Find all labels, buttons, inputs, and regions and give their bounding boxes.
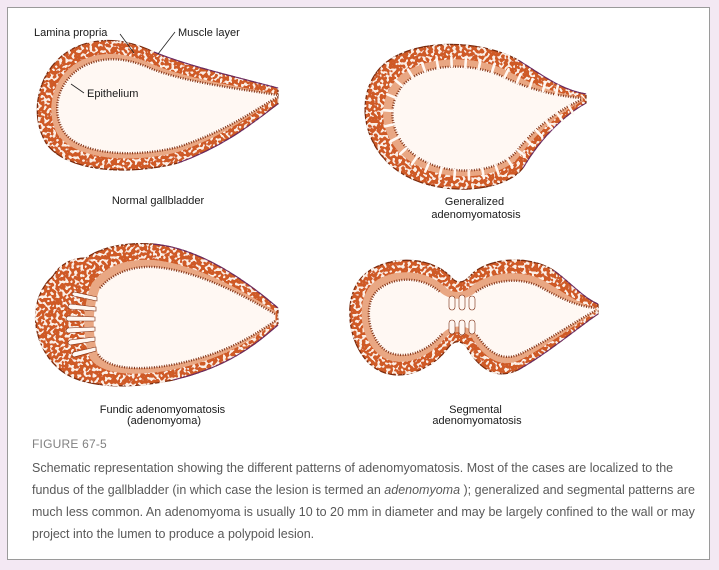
rokitansky-aschoff-sinuses (382, 56, 575, 181)
generalized-caption: Generalized adenomyomatosis (431, 196, 521, 221)
sinus-invagination (420, 61, 427, 73)
gallbladder-lumen (93, 266, 276, 369)
sinus-invagination (544, 120, 554, 130)
epithelium-layer (96, 265, 276, 370)
sinus-invagination (534, 128, 544, 138)
sinus-invagination (515, 73, 522, 85)
fundic-panel: Fundic adenomyomatosis (adenomyoma) (34, 243, 279, 427)
epithelium-layer (367, 278, 596, 358)
sinus-invagination (554, 84, 560, 96)
adenomyoma-sinuses (65, 291, 98, 358)
sinus-invagination (480, 167, 486, 180)
sinus-invagination (394, 78, 404, 88)
sinus-invagination (567, 104, 575, 116)
sinus-invagination (410, 155, 419, 166)
figure-caption: Schematic representation showing the dif… (32, 457, 704, 545)
gallbladder-lumen (392, 66, 581, 171)
sinus-invagination (528, 77, 534, 89)
sinus-invagination (389, 135, 400, 143)
sinus-invagination (406, 68, 415, 79)
sinus-invagination (382, 108, 394, 113)
segmental-sinuses (448, 294, 476, 336)
sinus-invagination (555, 111, 564, 122)
caption-term: adenomyoma (384, 483, 461, 497)
figure-number: FIGURE 67-5 (32, 437, 107, 451)
sinus-invagination (385, 93, 397, 99)
muscle-layer-leader (157, 31, 176, 55)
sinus-invagination (423, 162, 431, 173)
normal-caption: Normal gallbladder (112, 195, 205, 207)
epithelium-leader (70, 83, 85, 94)
segmental-panel: Segmental adenomyomatosis (349, 259, 599, 427)
lamina-propria-label: Lamina propria (34, 27, 108, 39)
muscle-layer-label: Muscle layer (178, 27, 240, 39)
caption-part-2: ); generalized and segmental patterns ar… (32, 483, 695, 541)
serosa-line (517, 269, 599, 371)
epithelium-layer (391, 65, 582, 172)
sinus-invagination (398, 146, 408, 156)
sinus-invagination (503, 67, 510, 79)
segmental-caption: Segmental adenomyomatosis (432, 404, 522, 427)
generalized-panel: Generalized adenomyomatosis (364, 43, 587, 221)
sinus-invagination (452, 168, 457, 181)
gallbladder-lumen (57, 59, 278, 154)
normal-gallbladder-panel: Lamina propria Muscle layer Epithelium N… (34, 27, 279, 207)
sinus-invagination (541, 81, 547, 93)
serosa-line (152, 243, 279, 381)
sinus-invagination (477, 58, 482, 71)
lamina-propria-leader (119, 33, 135, 54)
gallbladder-lumen (368, 279, 595, 357)
sinus-invagination (525, 138, 535, 148)
sinus-invagination (506, 157, 514, 169)
fundic-caption: Fundic adenomyomatosis (adenomyoma) (100, 404, 228, 427)
sinus-invagination (463, 56, 468, 69)
caption-part-1: Schematic representation showing the dif… (32, 461, 674, 497)
serosa-line (153, 51, 279, 164)
sinus-invagination (490, 62, 497, 74)
figure-card: Lamina propria Muscle layer Epithelium N… (7, 7, 710, 560)
serosa-line (517, 59, 587, 169)
sinus-invagination (516, 148, 526, 157)
sinus-invagination (494, 164, 500, 176)
sinus-invagination (435, 57, 440, 70)
sinus-invagination (383, 123, 396, 128)
sinus-invagination (438, 166, 444, 178)
gallbladder-diagrams: Lamina propria Muscle layer Epithelium N… (34, 27, 599, 427)
epithelium-layer (56, 58, 279, 155)
epithelium-label: Epithelium (87, 88, 138, 100)
